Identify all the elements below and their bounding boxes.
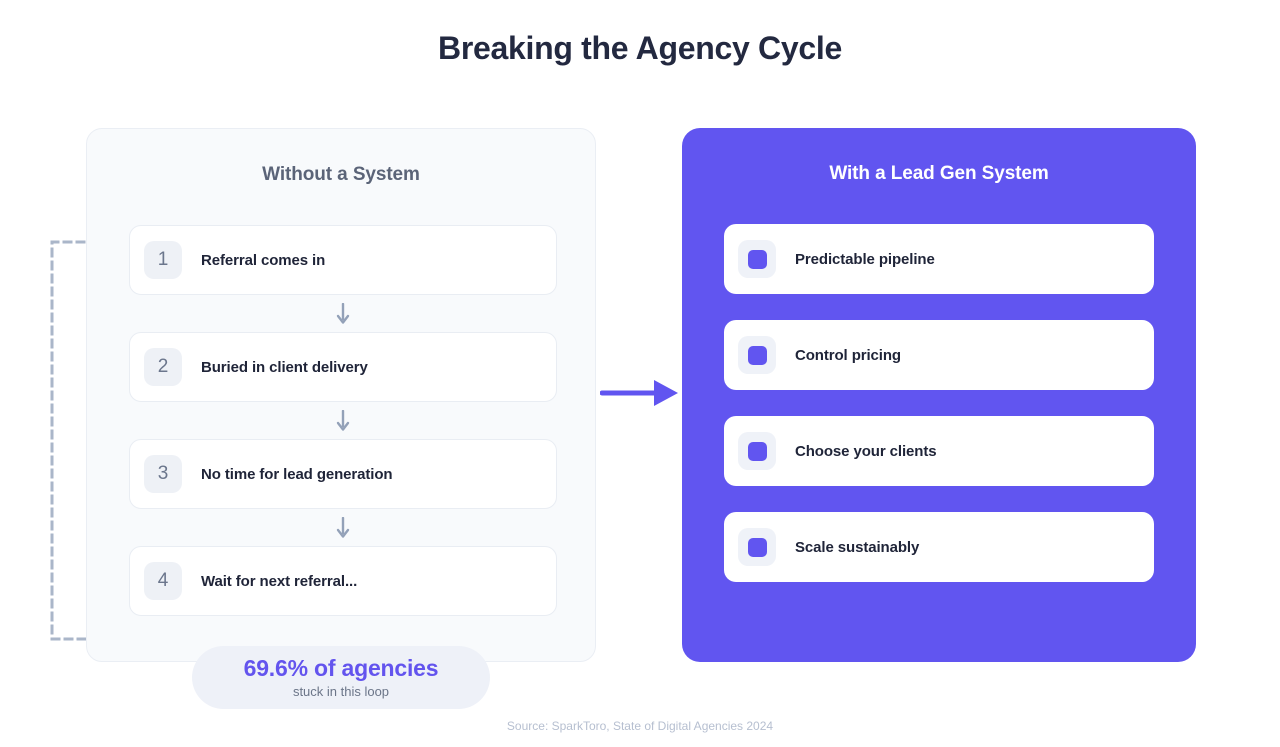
step-label: Buried in client delivery (201, 358, 368, 376)
step-card[interactable]: 3 No time for lead generation (129, 439, 557, 509)
stat-value: 69.6% of agencies (243, 654, 439, 681)
benefit-label: Scale sustainably (795, 538, 920, 556)
benefit-label: Control pricing (795, 346, 901, 364)
source-note: Source: SparkToro, State of Digital Agen… (506, 719, 774, 733)
step-label: Referral comes in (201, 251, 326, 269)
benefits-list: Predictable pipeline Control pricing Cho… (724, 224, 1154, 582)
step-number-badge: 3 (144, 455, 182, 493)
purple-square-icon (738, 432, 776, 470)
with-a-lead-gen-system-panel: With a Lead Gen System Predictable pipel… (682, 128, 1196, 662)
arrow-down-icon (129, 509, 557, 546)
step-number-badge: 4 (144, 562, 182, 600)
left-panel-heading: Without a System (262, 164, 420, 185)
benefit-label: Predictable pipeline (795, 250, 935, 268)
benefit-card[interactable]: Scale sustainably (724, 512, 1154, 582)
arrow-down-icon (129, 402, 557, 439)
purple-square-icon (738, 240, 776, 278)
without-a-system-panel: Without a System 1 Referral comes in 2 B… (86, 128, 596, 662)
right-panel-heading: With a Lead Gen System (829, 163, 1049, 184)
step-card[interactable]: 1 Referral comes in (129, 225, 557, 295)
purple-square-icon (738, 336, 776, 374)
steps-list: 1 Referral comes in 2 Buried in client d… (129, 225, 557, 616)
stat-caption: stuck in this loop (292, 684, 390, 700)
benefit-card[interactable]: Control pricing (724, 320, 1154, 390)
arrow-right-icon (599, 376, 682, 410)
arrow-down-icon (129, 295, 557, 332)
page-title: Breaking the Agency Cycle (438, 30, 842, 66)
step-label: No time for lead generation (201, 465, 393, 483)
benefit-card[interactable]: Predictable pipeline (724, 224, 1154, 294)
stat-badge: 69.6% of agencies stuck in this loop (192, 646, 490, 709)
step-card[interactable]: 2 Buried in client delivery (129, 332, 557, 402)
benefit-card[interactable]: Choose your clients (724, 416, 1154, 486)
purple-square-icon (738, 528, 776, 566)
benefit-label: Choose your clients (795, 442, 937, 460)
step-card[interactable]: 4 Wait for next referral... (129, 546, 557, 616)
step-number-badge: 1 (144, 241, 182, 279)
step-number-badge: 2 (144, 348, 182, 386)
step-label: Wait for next referral... (201, 572, 358, 590)
